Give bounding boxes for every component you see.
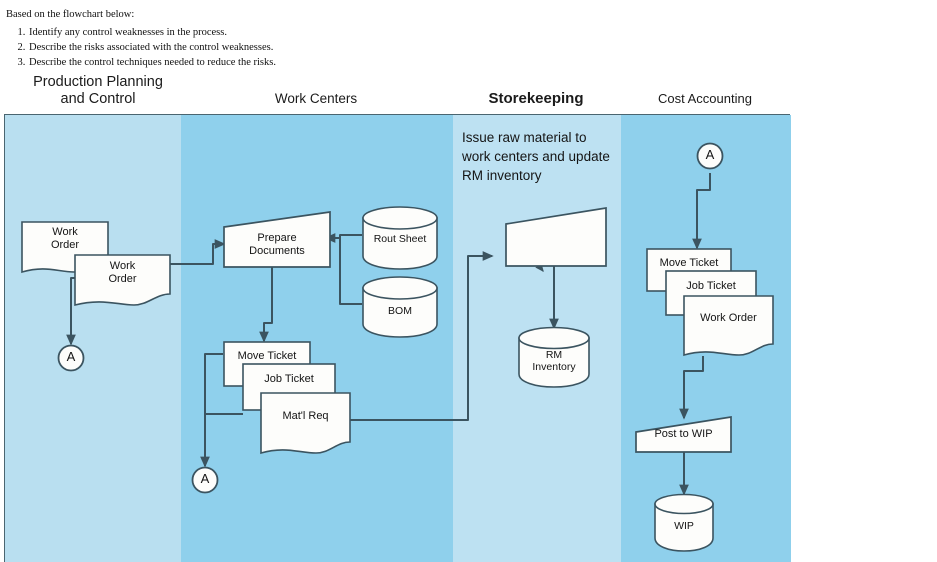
annotation-issue-raw-material: Issue raw material to work centers and u…	[462, 130, 610, 184]
manual-operation-shape-post-to-wip	[635, 416, 732, 453]
flowchart: Production Planning and Control Work Cen…	[0, 66, 937, 562]
manual-operation-shape-prepare-documents	[223, 211, 331, 268]
connector-circle-a-production-planning	[57, 344, 85, 372]
instruction-item-1: Identify any control weaknesses in the p…	[28, 26, 426, 41]
column-header-line-1: Production Planning	[33, 74, 163, 90]
connector-circle-a-work-centers	[191, 466, 219, 494]
database-shape-rm-inventory	[518, 326, 590, 388]
swimlane-bands	[4, 114, 791, 562]
column-header-cost-accounting: Cost Accounting	[658, 91, 752, 106]
instructions-intro: Based on the flowchart below:	[6, 9, 135, 20]
column-header-storekeeping: Storekeeping	[488, 90, 584, 107]
connector-lines	[66, 173, 711, 496]
instructions-list: Identify any control weaknesses in the p…	[6, 26, 426, 71]
column-header-production-planning-and-control: Production Planning and Control	[8, 74, 188, 108]
flowchart-shapes	[21, 142, 774, 552]
column-header-line-2: and Control	[60, 91, 136, 108]
document-shape-work-order-cost-accounting	[683, 295, 774, 357]
database-shape-rout-sheet	[362, 206, 438, 270]
band-production-planning-and-control	[5, 115, 181, 562]
document-shape-work-order-front	[74, 254, 171, 307]
document-shape-matl-req	[260, 392, 351, 455]
connector-circle-a-cost-accounting	[696, 142, 724, 170]
instructions-block: Based on the flowchart below: Identify a…	[6, 8, 426, 71]
band-work-centers	[181, 115, 453, 562]
database-shape-wip	[654, 493, 714, 552]
instruction-item-3: Describe the control techniques needed t…	[28, 56, 426, 71]
instruction-item-2: Describe the risks associated with the c…	[28, 41, 426, 56]
database-shape-bom	[362, 276, 438, 338]
column-header-work-centers: Work Centers	[274, 91, 358, 106]
manual-operation-shape-issue-raw-material	[505, 207, 607, 267]
